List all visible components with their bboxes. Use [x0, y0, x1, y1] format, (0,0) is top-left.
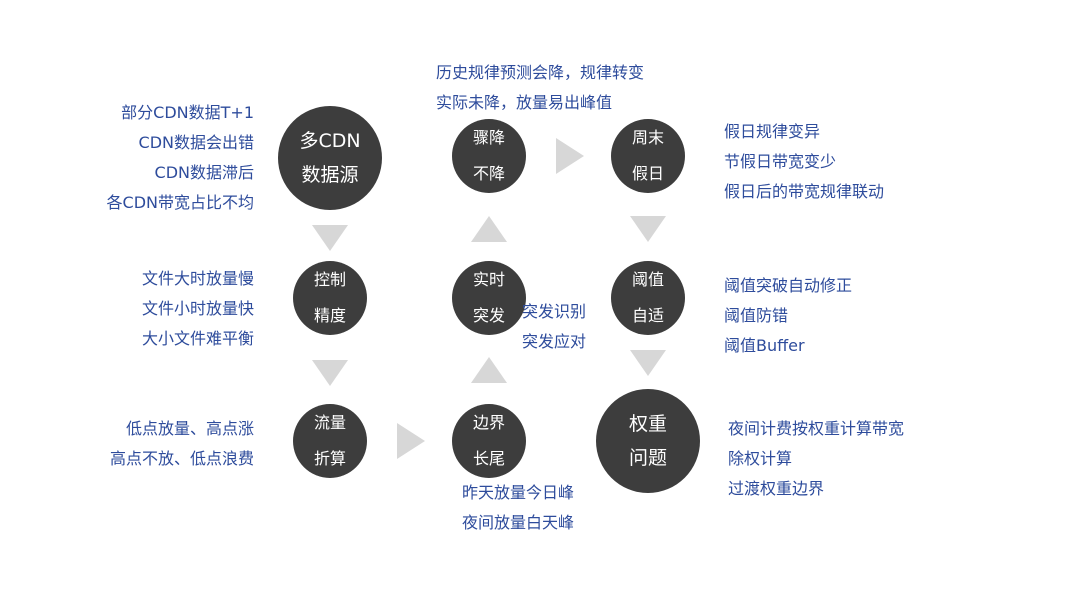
arrow-right-discount-to-longtail	[397, 423, 425, 459]
note-line: 文件大时放量慢	[141, 269, 254, 288]
node-label-line1: 骤降	[472, 128, 505, 147]
note-cdn-source: 部分CDN数据T+1 CDN数据会出错 CDN数据滞后 各CDN带宽占比不均	[107, 98, 254, 218]
node-realtime-burst: 实时 突发	[452, 261, 526, 335]
note-line: 阈值防错	[724, 306, 789, 325]
node-label-line2: 精度	[313, 306, 346, 325]
note-line: CDN数据滞后	[154, 163, 254, 182]
arrow-down-threshold-to-weight	[630, 350, 666, 376]
note-line: 实际未降，放量易出峰值	[436, 93, 613, 112]
node-control-precision: 控制 精度	[293, 261, 367, 335]
arrow-down-holiday-to-threshold	[630, 216, 666, 242]
note-weight: 夜间计费按权重计算带宽 除权计算 过渡权重边界	[728, 414, 904, 504]
node-label-line1: 实时	[472, 270, 505, 289]
note-line: 假日后的带宽规律联动	[724, 182, 885, 201]
note-line: 过渡权重边界	[728, 479, 825, 498]
note-line: 大小文件难平衡	[141, 329, 254, 348]
note-line: 突发应对	[522, 332, 587, 351]
node-label-line1: 边界	[472, 413, 505, 432]
node-label-line1: 流量	[313, 413, 346, 432]
node-label-line2: 折算	[313, 449, 346, 468]
node-traffic-discount: 流量 折算	[293, 404, 367, 478]
node-threshold-adapt: 阈值 自适	[611, 261, 685, 335]
note-line: 除权计算	[728, 449, 793, 468]
node-label-line1: 多CDN	[299, 130, 361, 152]
node-label-line1: 控制	[313, 270, 346, 289]
note-holiday: 假日规律变异 节假日带宽变少 假日后的带宽规律联动	[724, 117, 884, 207]
node-boundary-long-tail: 边界 长尾	[452, 404, 526, 478]
node-label-line2: 不降	[472, 164, 505, 183]
note-line: 高点不放、低点浪费	[109, 449, 254, 468]
node-multi-cdn-source: 多CDN 数据源	[278, 106, 382, 210]
note-line: 阈值突破自动修正	[724, 276, 853, 295]
node-label-line1: 周末	[631, 128, 664, 147]
note-line: 文件小时放量快	[141, 299, 254, 318]
note-line: 历史规律预测会降，规律转变	[436, 63, 645, 82]
note-line: 假日规律变异	[724, 122, 821, 141]
arrow-right-drop-to-holiday	[556, 138, 584, 174]
node-label-line2: 问题	[628, 447, 667, 469]
note-line: 各CDN带宽占比不均	[106, 193, 254, 212]
note-line: 夜间计费按权重计算带宽	[728, 419, 905, 438]
arrow-down-precision-to-discount	[312, 360, 348, 386]
note-line: CDN数据会出错	[138, 133, 254, 152]
node-label-line2: 数据源	[301, 164, 359, 186]
note-burst: 突发识别 突发应对	[522, 297, 586, 357]
node-label-line2: 假日	[631, 164, 664, 183]
node-label-line1: 权重	[628, 413, 667, 435]
note-long-tail: 昨天放量今日峰 夜间放量白天峰	[462, 478, 574, 538]
note-line: 昨天放量今日峰	[462, 483, 575, 502]
note-precision: 文件大时放量慢 文件小时放量快 大小文件难平衡	[142, 264, 254, 354]
arrow-up-longtail-to-burst	[471, 357, 507, 383]
node-label-line2: 突发	[472, 306, 505, 325]
arrow-up-burst-to-drop	[471, 216, 507, 242]
note-line: 部分CDN数据T+1	[121, 103, 254, 122]
node-weight-issue: 权重 问题	[596, 389, 700, 493]
note-line: 夜间放量白天峰	[462, 513, 575, 532]
note-discount: 低点放量、高点涨 高点不放、低点浪费	[110, 414, 254, 474]
node-label-line2: 自适	[631, 306, 664, 325]
node-drop-no-drop: 骤降 不降	[452, 119, 526, 193]
node-label-line2: 长尾	[472, 449, 505, 468]
node-label-line1: 阈值	[631, 270, 664, 289]
note-history: 历史规律预测会降，规律转变 实际未降，放量易出峰值	[436, 58, 644, 118]
note-line: 阈值Buffer	[724, 336, 805, 355]
note-line: 节假日带宽变少	[724, 152, 837, 171]
note-line: 低点放量、高点涨	[125, 419, 254, 438]
node-weekend-holiday: 周末 假日	[611, 119, 685, 193]
note-threshold: 阈值突破自动修正 阈值防错 阈值Buffer	[724, 271, 852, 361]
arrow-down-cdn-to-precision	[312, 225, 348, 251]
note-line: 突发识别	[522, 302, 587, 321]
